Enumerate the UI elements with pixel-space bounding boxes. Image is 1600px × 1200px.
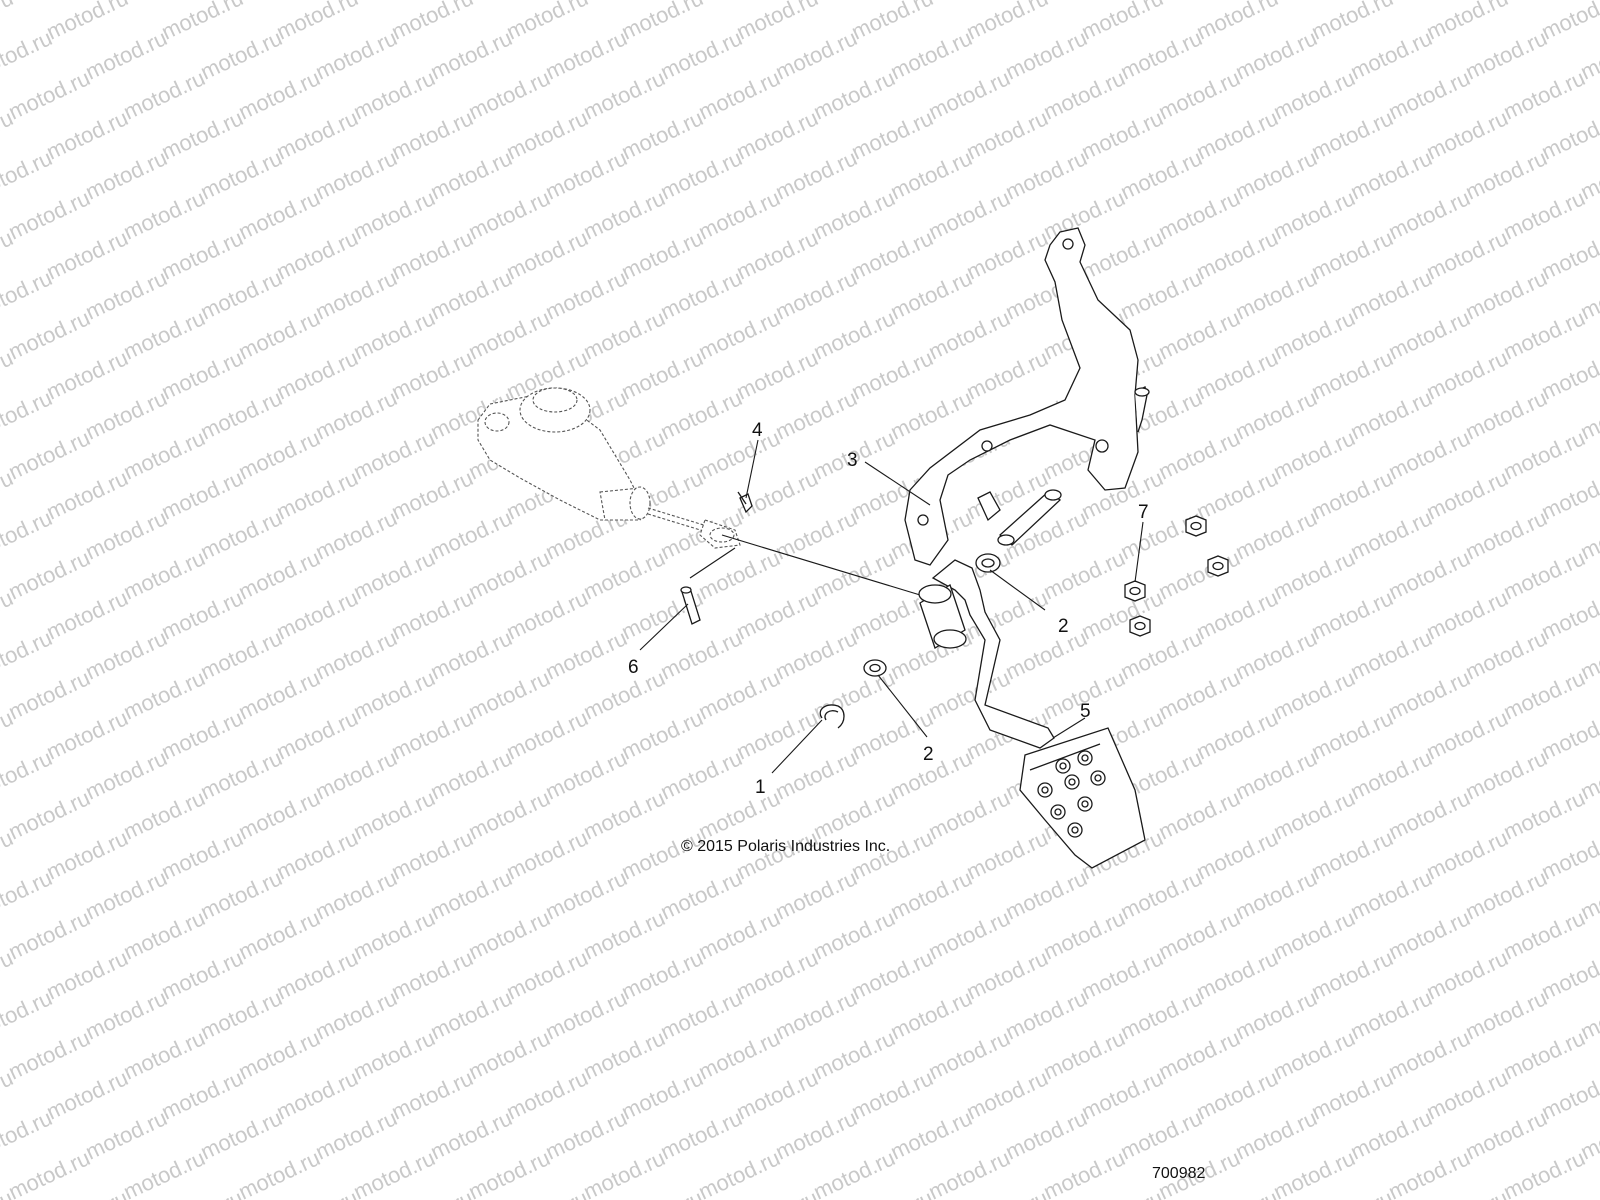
leader-line-2-lower	[877, 674, 928, 738]
callout-3: 3	[847, 450, 858, 471]
callout-4: 4	[752, 420, 763, 441]
callout-7: 7	[1138, 502, 1149, 523]
callout-6: 6	[628, 657, 639, 678]
clevis-pin-guide-line	[689, 547, 736, 579]
pedal-mount-bracket	[904, 227, 1150, 566]
leader-line-4	[745, 439, 759, 499]
flange-nut	[1124, 515, 1229, 637]
leader-line-3	[864, 461, 931, 506]
pushrod-guide-line	[721, 534, 931, 599]
callout-2-upper: 2	[1058, 616, 1069, 637]
retaining-clip	[819, 704, 845, 729]
brake-pedal	[918, 559, 1146, 869]
callout-2-lower: 2	[923, 744, 934, 765]
callout-1: 1	[755, 777, 766, 798]
clevis-pin	[680, 586, 701, 625]
master-cylinder	[477, 387, 741, 549]
leader-line-5	[1052, 717, 1086, 739]
leader-line-6	[639, 603, 689, 651]
copyright-notice: © 2015 Polaris Industries Inc.	[681, 838, 890, 855]
leader-line-1	[771, 719, 823, 774]
figure-id: 700982	[1152, 1165, 1205, 1182]
bushing-lower	[863, 659, 887, 677]
bushing-upper	[975, 553, 1001, 573]
callout-5: 5	[1080, 701, 1091, 722]
leader-line-7	[1134, 521, 1144, 583]
leader-line-2-upper	[989, 569, 1046, 611]
cotter-pin	[737, 491, 753, 514]
